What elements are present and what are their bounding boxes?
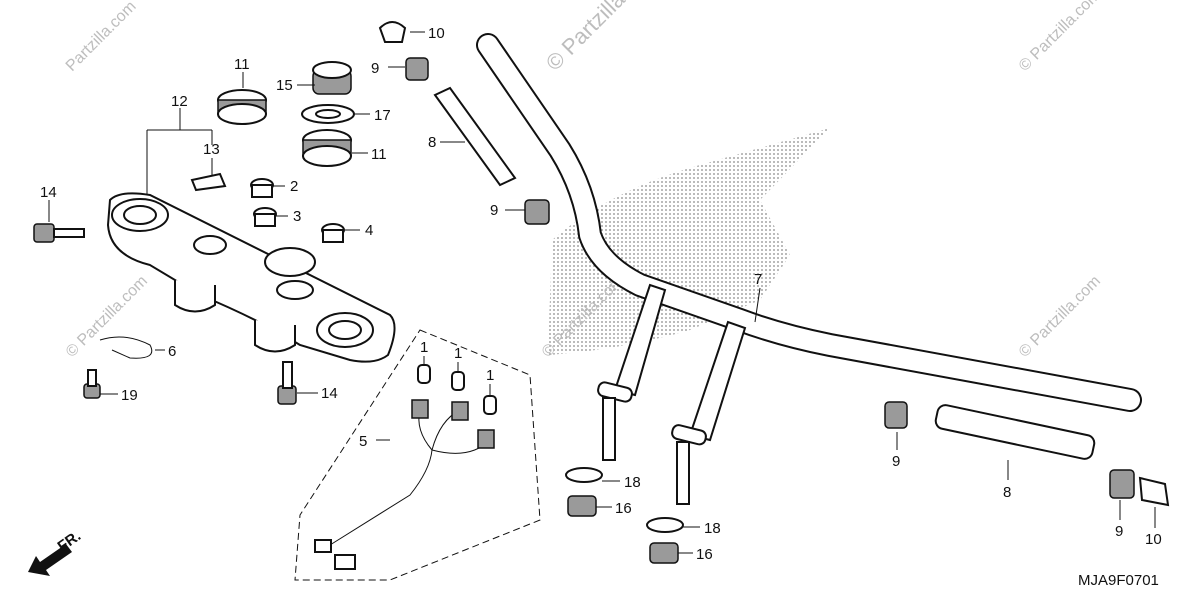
watermark-text-top-right: © Partzilla.com (1016, 0, 1104, 75)
callout-4: 4 (365, 222, 373, 239)
collar-9-top-b[interactable] (524, 199, 550, 225)
collar-9-top-a[interactable] (405, 57, 429, 81)
watermark-text-mid-left: © Partzilla.com (63, 273, 151, 361)
callout-10b: 10 (1145, 531, 1162, 548)
bulb-1a[interactable] (417, 364, 431, 384)
callout-17: 17 (374, 107, 391, 124)
callout-15: 15 (276, 77, 293, 94)
watermark-text-right: © Partzilla.com (1016, 273, 1104, 361)
callout-14a: 14 (40, 184, 57, 201)
bolt-14-left[interactable] (33, 223, 85, 243)
callout-1a: 1 (420, 339, 428, 356)
nut-15[interactable] (312, 61, 352, 95)
plug-3[interactable] (253, 207, 277, 227)
bulb-1c[interactable] (483, 395, 497, 415)
callout-11b: 11 (371, 146, 387, 163)
callout-6: 6 (168, 343, 176, 360)
nut-16-upper[interactable] (567, 495, 597, 517)
callout-10a: 10 (428, 25, 445, 42)
leader-lines (48, 31, 1156, 554)
washer-18-lower[interactable] (646, 517, 684, 533)
callout-9d: 9 (1115, 523, 1123, 540)
callout-9b: 9 (490, 202, 498, 219)
collar-9-right-a[interactable] (884, 401, 908, 429)
callout-19: 19 (121, 387, 138, 404)
bolt-14-bottom[interactable] (277, 361, 297, 405)
plug-2[interactable] (250, 178, 274, 198)
collar-9-right-b[interactable] (1109, 469, 1135, 499)
plate-13[interactable] (190, 172, 227, 192)
plug-4[interactable] (321, 223, 345, 243)
bearing-11-bottom[interactable] (302, 129, 352, 167)
nut-16-lower[interactable] (649, 542, 679, 564)
bolt-19[interactable] (83, 369, 101, 399)
watermark-text-center: © Partzilla.com (541, 0, 664, 76)
wire-harness[interactable] (314, 399, 495, 570)
callout-18b: 18 (704, 520, 721, 537)
callout-8a: 8 (428, 134, 436, 151)
callout-9a: 9 (371, 60, 379, 77)
callout-2: 2 (290, 178, 298, 195)
bearing-11-top[interactable] (217, 89, 267, 125)
callout-9c: 9 (892, 453, 900, 470)
callout-16b: 16 (696, 546, 713, 563)
watermark-text-top-left: Partzilla.com (63, 0, 140, 75)
callout-1b: 1 (454, 345, 462, 362)
front-arrow-icon (28, 544, 72, 576)
diagram-code: MJA9F0701 (1078, 572, 1159, 589)
washer-18-upper[interactable] (565, 467, 603, 483)
cap-10-right[interactable] (1138, 476, 1170, 507)
top-bridge[interactable] (106, 192, 396, 363)
callout-18a: 18 (624, 474, 641, 491)
callout-11a: 11 (234, 56, 250, 73)
weight-8-right[interactable] (934, 404, 1096, 461)
callout-8b: 8 (1003, 484, 1011, 501)
handlebar-pipe[interactable] (476, 33, 1142, 505)
clip-6[interactable] (99, 336, 153, 359)
callout-13: 13 (203, 141, 220, 158)
cap-10-top[interactable] (378, 21, 407, 43)
callout-16a: 16 (615, 500, 632, 517)
callout-12: 12 (171, 93, 188, 110)
callout-1c: 1 (486, 367, 494, 384)
harness-frame (294, 329, 541, 581)
callout-3: 3 (293, 208, 301, 225)
bulb-1b[interactable] (451, 371, 465, 391)
callout-14b: 14 (321, 385, 338, 402)
watermark-logo (548, 128, 830, 355)
callout-5: 5 (359, 433, 367, 450)
washer-17[interactable] (301, 104, 355, 124)
weight-8-top[interactable] (433, 86, 517, 187)
callout-7: 7 (754, 271, 762, 288)
